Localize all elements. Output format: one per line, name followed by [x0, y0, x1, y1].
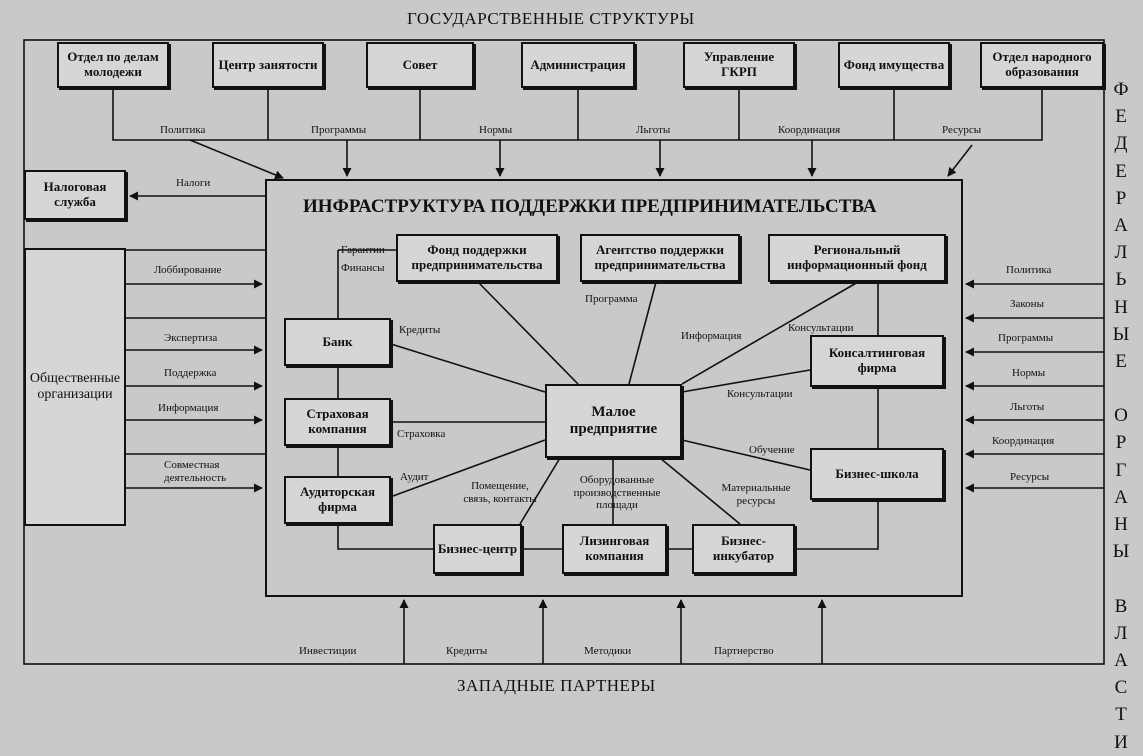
gov-box-council: Совет: [366, 42, 474, 88]
heading-state-structures: ГОСУДАРСТВЕННЫЕ СТРУКТУРЫ: [407, 9, 695, 28]
federal-label-benefits: Льготы: [1010, 401, 1045, 413]
gov-label-norms: Нормы: [479, 124, 513, 136]
federal-label-norms: Нормы: [1012, 367, 1046, 379]
label-material-line1: Материальные: [721, 482, 791, 494]
gov-label-benefits: Льготы: [636, 124, 671, 136]
gov-label-policy: Политика: [160, 124, 206, 136]
incubator-box: Бизнес-инкубатор: [692, 524, 795, 574]
gov-label-coordination: Координация: [778, 124, 841, 136]
label-information: Информация: [681, 330, 742, 342]
label-material-line2: ресурсы: [736, 494, 776, 507]
western-label-methods: Методики: [584, 645, 632, 657]
gov-box-public-education: Отдел народного образования: [980, 42, 1104, 88]
federal-label-resources: Ресурсы: [1010, 471, 1050, 483]
tax-label: Налоги: [176, 177, 211, 189]
info-fund-box: Региональный информационный фонд: [768, 234, 946, 282]
label-insurance: Страховка: [397, 428, 446, 440]
label-training: Обучение: [749, 444, 795, 456]
label-equipment-line3: площади: [596, 499, 638, 512]
public-label-expertise: Экспертиза: [164, 332, 218, 344]
gov-box-administration: Администрация: [521, 42, 635, 88]
western-label-investments: Инвестиции: [299, 645, 357, 657]
label-audit: Аудит: [400, 471, 429, 483]
western-label-partnership: Партнерство: [714, 645, 774, 657]
federal-label-laws: Законы: [1010, 298, 1044, 310]
consulting-box: Консалтинговая фирма: [810, 335, 944, 387]
label-credits: Кредиты: [399, 324, 441, 336]
label-premises: Помещение, связь, контакты: [458, 480, 542, 505]
business-center-box: Бизнес-центр: [433, 524, 522, 574]
label-finance: Финансы: [341, 262, 385, 274]
center-small-business-box: Малое предприятие: [545, 384, 682, 458]
connector-lines: [23, 39, 1105, 665]
western-label-credits: Кредиты: [446, 645, 488, 657]
public-organizations-box: Общественные организации: [24, 248, 126, 526]
public-label-lobbying: Лоббирование: [154, 264, 222, 276]
public-label-joint-activity: Совместная деятельность: [164, 459, 227, 484]
label-guarantees: Гарантии: [341, 244, 385, 256]
label-equipment-line2: производственные: [573, 486, 661, 499]
gov-box-property-fund: Фонд имущества: [838, 42, 950, 88]
gov-label-resources: Ресурсы: [942, 124, 982, 136]
heading-western-partners: ЗАПАДНЫЕ ПАРТНЕРЫ: [457, 676, 656, 695]
label-material: Материальные ресурсы: [708, 482, 804, 507]
federal-label-programs: Программы: [998, 332, 1054, 344]
label-program: Программа: [585, 293, 638, 305]
public-label-information: Информация: [158, 402, 219, 414]
audit-box: Аудиторская фирма: [284, 476, 391, 524]
label-premises-line1: Помещение,: [471, 480, 529, 492]
fund-box: Фонд поддержки предпринимательства: [396, 234, 558, 282]
main-title: ИНФРАСТРУКТУРА ПОДДЕРЖКИ ПРЕДПРИНИМАТЕЛЬ…: [303, 196, 877, 217]
insurance-box: Страховая компания: [284, 398, 391, 446]
label-equipment-line1: Оборудованные: [579, 474, 655, 486]
gov-label-programs: Программы: [311, 124, 367, 136]
agency-box: Агентство поддержки предпринимательства: [580, 234, 740, 282]
label-equipment: Оборудованные производственные площади: [562, 474, 672, 512]
public-label-support: Поддержка: [164, 367, 217, 379]
label-consultations-bottom: Консультации: [727, 388, 793, 400]
bank-box: Банк: [284, 318, 391, 366]
leasing-box: Лизинговая компания: [562, 524, 667, 574]
public-organizations-label: Общественные организации: [29, 370, 121, 402]
tax-service-box: Налоговая служба: [24, 170, 126, 220]
federal-label-policy: Политика: [1006, 264, 1052, 276]
label-premises-line2: связь, контакты: [463, 492, 537, 505]
gov-box-gkrp: Управление ГКРП: [683, 42, 795, 88]
gov-box-youth-affairs: Отдел по делам молодежи: [57, 42, 169, 88]
gov-box-employment-center: Центр занятости: [212, 42, 324, 88]
label-consultations-top: Консультации: [788, 322, 854, 334]
school-box: Бизнес-школа: [810, 448, 944, 500]
federal-label-coordination: Координация: [992, 435, 1055, 447]
